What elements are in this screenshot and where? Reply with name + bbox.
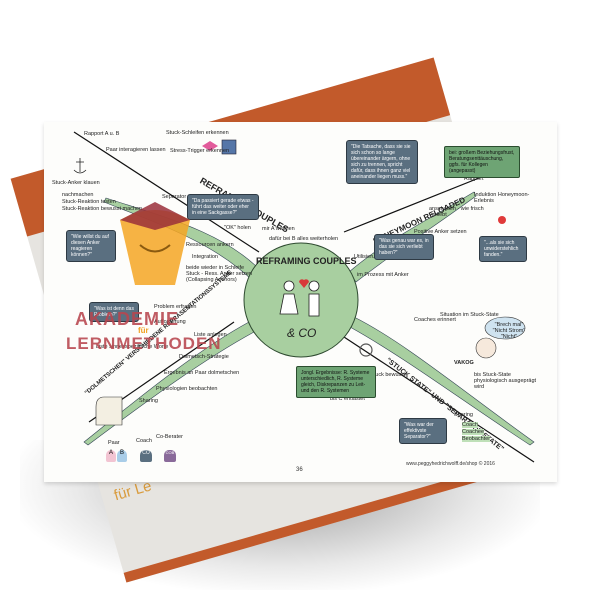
mindmap-poster: REFRAMING COUPLES HONEYMOON RELOADED "ST… — [44, 122, 557, 482]
item-ergebnis: Ergebnis an Paar dolmetschen — [164, 370, 240, 376]
note-weiterholen: dafür bei B alles weiterholen — [269, 236, 339, 242]
item-stuck-anker: Stuck-Anker klauen — [52, 180, 100, 186]
item-liste-anlegen: Liste anlegen — [194, 332, 227, 338]
note-bis-c-entlastet: bis C entlastet — [330, 396, 365, 402]
badge-co-berater-icon: COB — [164, 450, 176, 462]
page-number: 36 — [296, 467, 303, 473]
badge-a-icon: A — [106, 450, 116, 462]
item-aufforderung: Aufforderung — [154, 319, 186, 325]
item-dolmetsch-strategie: Dolmetsch-Strategie — [179, 354, 229, 360]
note-stuck-schleifen: Stuck-Schleifen erkennen — [166, 130, 229, 136]
note-stress-trigger: Stress-Trigger erkennen — [170, 148, 230, 154]
item-paar-interagieren: Paar interagieren lassen — [106, 147, 166, 153]
center-title: REFRAMING COUPLES — [256, 256, 357, 266]
watermark-line1: AKADEMIE — [75, 309, 180, 329]
item-problem-erfragen: Problem erfragen — [154, 304, 197, 310]
note-reaktion-testen: Stuck-Reaktion testen — [62, 199, 116, 205]
item-rapport-honeymoon: Rapport — [464, 176, 484, 182]
watermark-line2: LERNMETHODEN — [66, 334, 222, 353]
center-subtitle: & CO — [287, 326, 317, 340]
sharing-beobachter: Beobachter — [462, 436, 491, 442]
person-label-paar: Paar — [108, 440, 120, 446]
item-separator: Separator — [162, 194, 187, 200]
note-coaches-erinnert: Coaches erinnert — [414, 317, 456, 323]
note-bis-stuck-state: bis Stuck-State physiologisch ausgeprägt… — [474, 372, 537, 390]
note-reaktion-bewusst: Stuck-Reaktion bewusst machen — [62, 206, 143, 212]
item-vakog: VAKOG — [454, 360, 474, 366]
person-label-coach: Coach — [136, 438, 152, 444]
speech-bubble-anker: "Wie willst du auf diesen Anker reagiere… — [66, 230, 116, 262]
item-physiologien: Physiologien beobachten — [156, 386, 218, 392]
thought-bubble-text: "Brech mal" "Nicht Strom" "Nicht" — [492, 322, 526, 340]
watermark-small: für — [138, 326, 149, 335]
sharing-coachee: Coachee — [462, 429, 485, 435]
speech-bubble-unwiderstehlich: "...als sie sich unwiderstehlich fanden.… — [479, 236, 527, 262]
item-anschauen: anschauen - wie frisch verliebt — [429, 206, 484, 218]
speech-bubble-verliebt: "Was genau war es, in das sie sich verli… — [374, 234, 434, 260]
item-rapport: Rapport A u. B — [84, 131, 120, 137]
item-situation: Situation im Stuck-State — [440, 312, 499, 318]
speech-bubble-tatsache: "Die Tatsache, dass sie sie sich schon s… — [346, 140, 418, 184]
note-integration: beide wieder in Schleife Stuck - Ress. A… — [186, 265, 253, 283]
watermark-mascot-icon — [120, 202, 190, 285]
speech-bubble-problem: "Was ist denn das Problem?" — [89, 302, 139, 322]
note-im-prozess: im Prozess mit Anker — [357, 272, 409, 278]
item-sharing: Sharing — [454, 412, 473, 418]
badge-coach-icon: CO — [140, 450, 152, 462]
speech-bubble-separator: "Was war der effektivste Separator?" — [399, 418, 447, 444]
green-box-indication: bei: großem Beziehungsfrust, Beratungsen… — [444, 146, 520, 178]
footer-url: www.peggyhedrichwolff.de/shop © 2016 — [406, 461, 495, 467]
item-ok-holen: "OK" holen — [224, 225, 251, 231]
sharing-coach: Coach — [462, 422, 478, 428]
note-liste-sinnesspezifisch: Liste sinnesspezifische Worte — [96, 344, 169, 350]
item-integration: Integration — [192, 254, 218, 260]
green-box-ergebnisse: Jongl. Ergebnisse: R. Systeme unterschie… — [296, 366, 376, 398]
item-ressourcen: Ressourcen ankern — [186, 242, 234, 248]
item-positive-anker: Positive Anker setzen — [414, 229, 467, 235]
note-nachmachen: nachmachen — [62, 192, 94, 198]
note-mir-a-widmen: mir A widmen — [262, 226, 295, 232]
person-label-co-berater: Co-Berater — [156, 434, 183, 440]
item-induktion: Induktion Honeymoon-Erlebnis — [474, 192, 530, 204]
speech-bubble-sackgasse: "Da passiert gerade etwas - führt das we… — [187, 194, 259, 220]
item-sharing-dolmetschen: Sharing — [139, 398, 158, 404]
badge-b-icon: B — [117, 450, 127, 462]
